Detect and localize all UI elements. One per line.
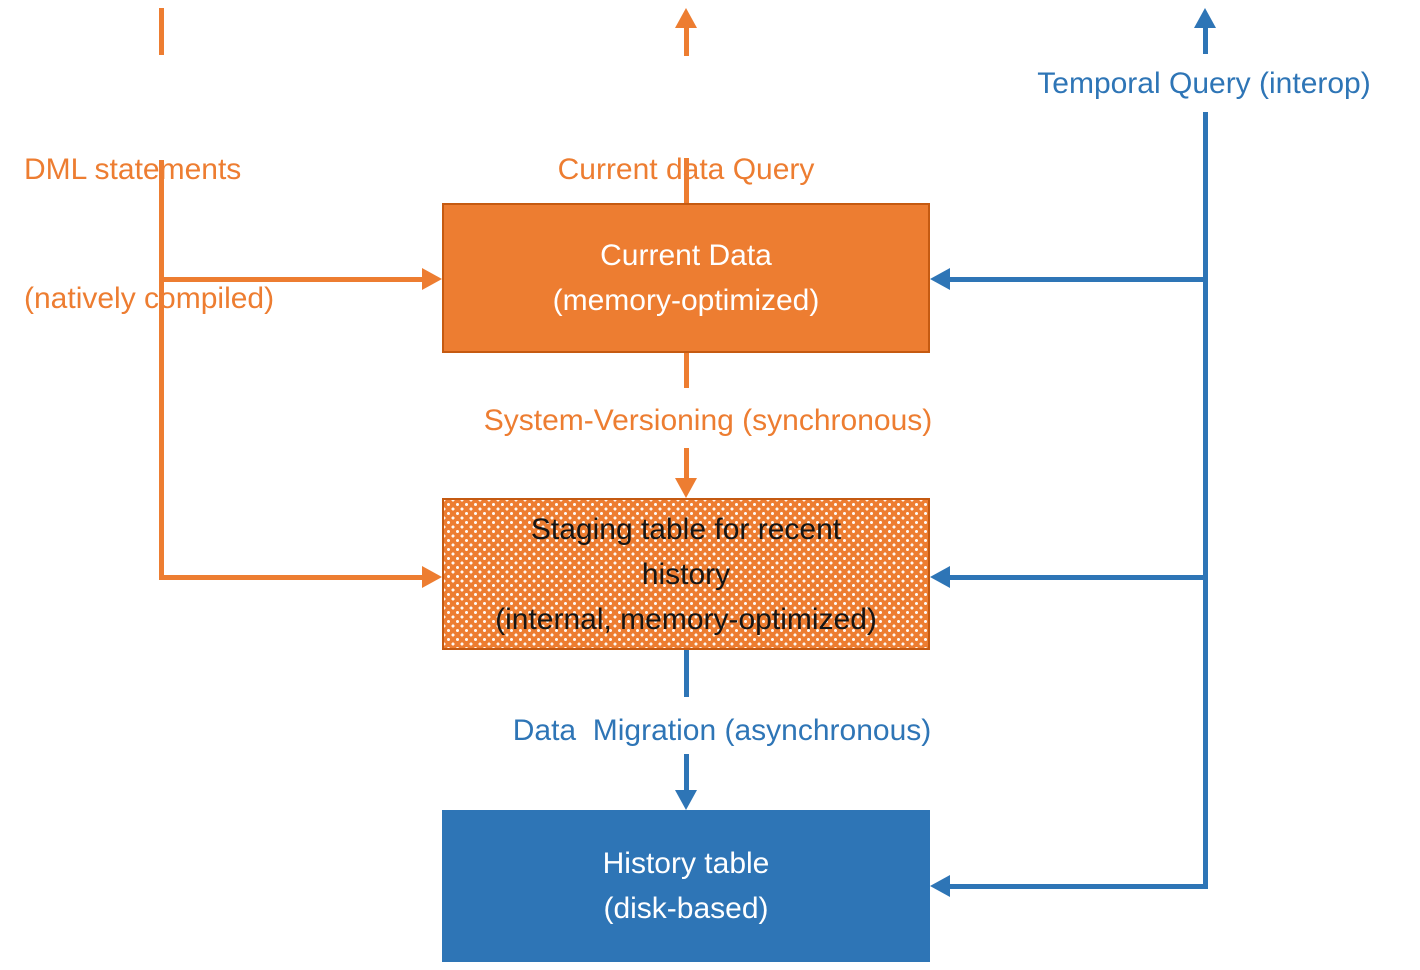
current-query-up-arrowhead-icon	[675, 8, 697, 28]
staging-table-box-line3: (internal, memory-optimized)	[495, 602, 877, 636]
temporal-to-staging-arrowhead-icon	[930, 566, 950, 588]
dml-line-main-segment	[159, 160, 164, 580]
staging-to-migration-line	[684, 650, 689, 697]
staging-table-box: Staging table for recent history (intern…	[442, 498, 930, 650]
temporal-to-history-line	[948, 884, 1208, 889]
current-query-arrow-shaft	[684, 26, 689, 56]
current-data-box-line2: (memory-optimized)	[552, 284, 820, 317]
current-to-versioning-line	[684, 353, 689, 388]
temporal-to-current-data-line	[948, 277, 1208, 282]
temporal-query-arrow-shaft	[1203, 26, 1208, 54]
staging-table-box-line1: Staging table for recent	[530, 512, 842, 546]
temporal-to-staging-line	[948, 575, 1208, 580]
dml-to-current-data-arrowhead-icon	[422, 268, 442, 290]
current-query-to-box-line	[684, 158, 689, 204]
current-data-box-line1: Current Data	[600, 239, 772, 272]
temporal-to-current-data-arrowhead-icon	[930, 268, 950, 290]
temporal-to-history-arrowhead-icon	[930, 875, 950, 897]
temporal-query-label: Temporal Query (interop)	[1037, 67, 1371, 100]
dml-statements-label-line2: (natively compiled)	[24, 282, 275, 315]
temporal-query-main-line	[1203, 112, 1208, 889]
dml-to-staging-arrowhead-icon	[422, 566, 442, 588]
system-versioning-label: System-Versioning (synchronous)	[483, 404, 933, 437]
dml-statements-label: DML statements (natively compiled)	[24, 62, 274, 406]
dml-to-current-data-line	[159, 277, 422, 282]
migration-to-history-arrowhead-icon	[675, 790, 697, 810]
dml-line-top-segment	[159, 8, 164, 55]
migration-to-history-shaft	[684, 754, 689, 792]
dml-to-staging-line	[159, 575, 422, 580]
temporal-query-up-arrowhead-icon	[1194, 8, 1216, 28]
history-table-box: History table (disk-based)	[442, 810, 930, 962]
versioning-to-staging-arrowhead-icon	[675, 478, 697, 498]
history-table-box-line1: History table	[602, 847, 770, 880]
data-migration-label: Data Migration (asynchronous)	[512, 714, 932, 747]
staging-table-box-line2: history	[641, 557, 731, 591]
current-data-query-label-line1: Current data Query	[557, 153, 815, 186]
dml-statements-label-line1: DML statements	[24, 153, 242, 186]
versioning-to-staging-shaft	[684, 448, 689, 480]
current-data-box: Current Data (memory-optimized)	[442, 203, 930, 353]
history-table-box-line2: (disk-based)	[603, 892, 769, 925]
